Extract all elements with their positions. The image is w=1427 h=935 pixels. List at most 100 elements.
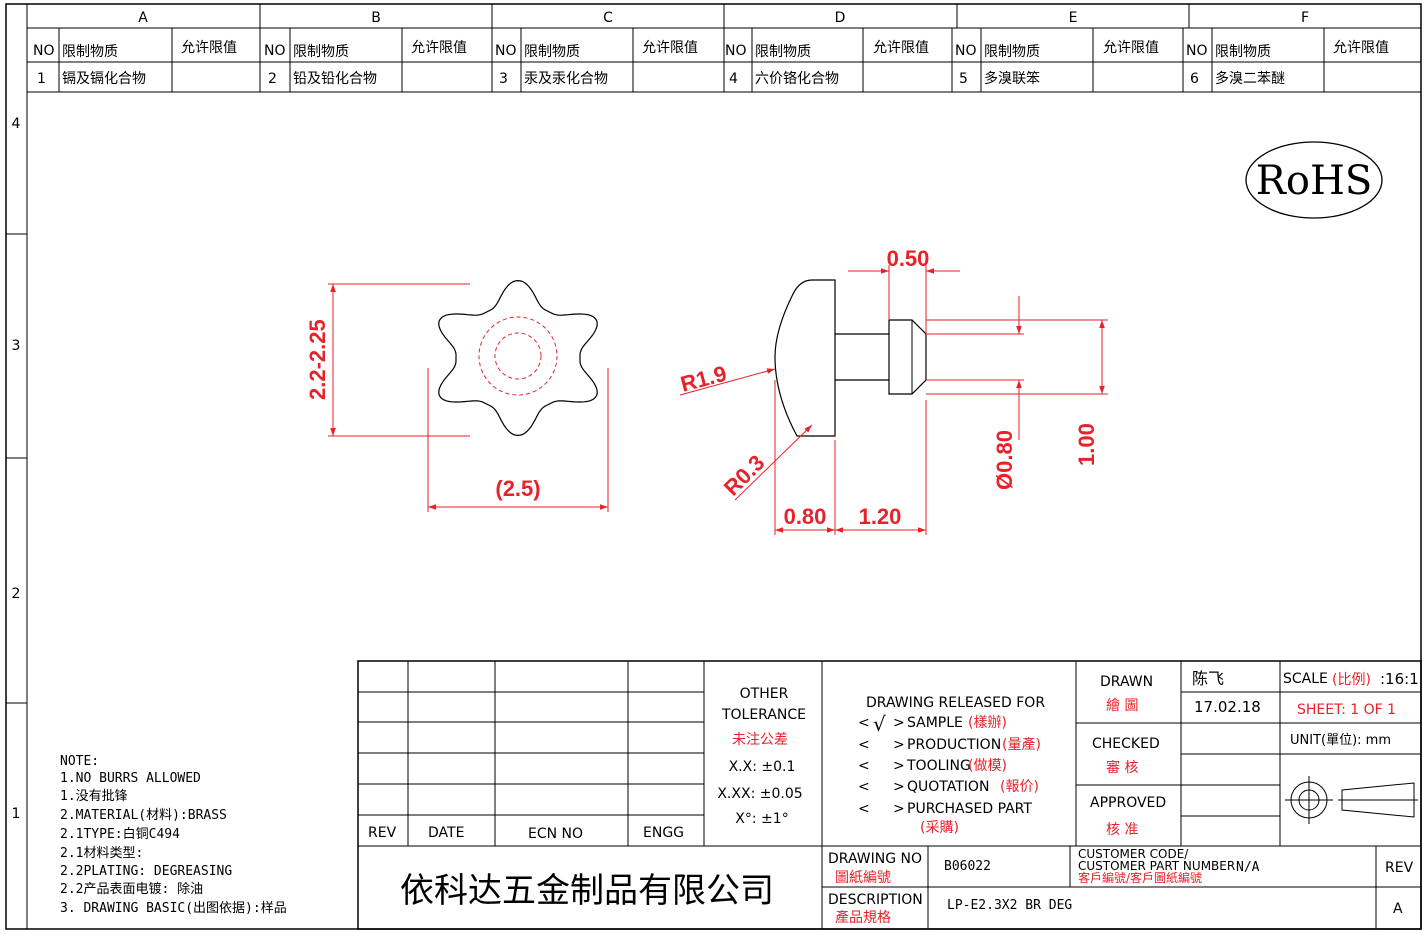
release-bracket: < xyxy=(858,801,870,817)
dim-100: 1.00 xyxy=(1074,423,1099,466)
check-mark-icon: √ xyxy=(873,712,886,736)
checked-label: CHECKED xyxy=(1092,736,1160,752)
release-item-cn: (做模) xyxy=(968,758,1007,774)
hdr-no: NO xyxy=(264,43,286,59)
drawing-no-value: B06022 xyxy=(944,859,991,874)
knob-head xyxy=(774,279,836,437)
hdr-limit: 允许限值 xyxy=(873,40,929,56)
note-title: NOTE: xyxy=(60,754,99,769)
company-name: 依科达五金制品有限公司 xyxy=(400,871,774,911)
row-label: 2 xyxy=(12,586,21,602)
rohs-text: RoHS xyxy=(1256,158,1372,204)
front-view: 2.2-2.25 (2.5) xyxy=(305,279,609,512)
row-label: 3 xyxy=(12,338,21,354)
column-label: D xyxy=(835,10,846,26)
drawer-name: 陈飞 xyxy=(1192,669,1224,688)
leader-r03 xyxy=(734,424,813,501)
dim-080: 0.80 xyxy=(784,504,827,529)
title-block xyxy=(357,660,1422,930)
note-line: 2.2PLATING: DEGREASING xyxy=(60,864,232,879)
release-bracket: > xyxy=(893,779,905,795)
row-label: 1 xyxy=(12,806,21,822)
hdr-no: NO xyxy=(1186,43,1208,59)
leader-r19 xyxy=(679,368,776,396)
hdr-limit: 允许限值 xyxy=(1333,40,1389,56)
tol-title2: TOLERANCE xyxy=(721,707,806,723)
side-view: 0.50 0.80 1.20 Ø0.80 1.00 R1.9 R0.3 xyxy=(678,246,1108,535)
column-label: E xyxy=(1069,10,1078,26)
checked-label-cn: 審 核 xyxy=(1106,760,1138,776)
column-label: F xyxy=(1301,10,1309,26)
outer-frame xyxy=(5,3,1422,930)
column-label: B xyxy=(371,10,381,26)
release-item: PURCHASED PART xyxy=(907,801,1032,817)
sub-name: 汞及汞化合物 xyxy=(524,71,608,87)
scale-label-cn: (比例) xyxy=(1332,672,1371,688)
column-dividers xyxy=(259,4,1190,28)
release-item: PRODUCTION xyxy=(907,737,1001,753)
release-item: SAMPLE xyxy=(907,715,963,731)
notes: NOTE: 1.NO BURRS ALLOWED 1.没有批锋 2.MATERI… xyxy=(60,754,287,916)
hdr-limit: 允许限值 xyxy=(642,40,698,56)
note-line: 2.2产品表面电镀: 除油 xyxy=(60,881,203,897)
tol-title-cn: 未注公差 xyxy=(732,732,788,748)
release-item-cn: (量產) xyxy=(1002,736,1041,753)
release-bracket: > xyxy=(893,801,905,817)
scale-value: :16:1 xyxy=(1380,670,1419,688)
row-dividers xyxy=(6,233,27,704)
hidden-circle-outer xyxy=(478,316,558,396)
projection-symbol-icon xyxy=(1285,776,1418,824)
release-bracket: < xyxy=(858,715,870,731)
customer-label: CUSTOMER CODE/ xyxy=(1078,847,1189,861)
note-line: 2.MATERIAL(材料):BRASS xyxy=(60,808,227,823)
description-value: LP-E2.3X2 BR DEG xyxy=(947,898,1072,913)
hdr-limit: 允许限值 xyxy=(1103,40,1159,56)
rev-value: A xyxy=(1393,901,1403,917)
customer-value: N/A xyxy=(1236,860,1260,875)
sub-no: 1 xyxy=(37,71,46,87)
note-line: 3. DRAWING BASIC(出图依据):样品 xyxy=(60,901,287,916)
column-label: C xyxy=(603,10,613,26)
dim-height: 2.2-2.25 xyxy=(305,319,330,400)
substance-table: NO 限制物质 允许限值 NO 限制物质 允许限值 NO 限制物质 允许限值 N… xyxy=(27,28,1421,93)
sub-name: 多溴联笨 xyxy=(984,70,1040,87)
ecn-header: ECN NO xyxy=(528,826,583,842)
rev-header: REV xyxy=(368,825,397,841)
sub-no: 6 xyxy=(1190,71,1199,87)
sub-no: 4 xyxy=(729,71,738,87)
hdr-limit: 允许限值 xyxy=(181,40,237,56)
dim-diameter: Ø0.80 xyxy=(992,430,1017,490)
hdr-substance: 限制物质 xyxy=(755,44,811,60)
release-bracket: > xyxy=(893,715,905,731)
drawn-label-cn: 繪 圖 xyxy=(1106,697,1138,714)
hdr-substance: 限制物质 xyxy=(984,44,1040,60)
tol-xxx: X.XX: ±0.05 xyxy=(717,786,802,802)
note-line: 1.没有批锋 xyxy=(60,789,128,804)
release-title: DRAWING RELEASED FOR xyxy=(866,695,1045,711)
hdr-substance: 限制物质 xyxy=(524,44,580,60)
sub-name: 多溴二苯醚 xyxy=(1215,70,1285,87)
note-line: 2.1TYPE:白铜C494 xyxy=(60,826,180,842)
column-label: A xyxy=(138,10,148,26)
hidden-circle-inner xyxy=(494,332,542,380)
release-item-cn: (報价) xyxy=(1000,779,1039,795)
dim-width: (2.5) xyxy=(495,476,540,501)
pin-tip xyxy=(888,319,927,395)
engg-header: ENGG xyxy=(643,825,684,841)
customer-label: CUSTOMER PART NUMBER xyxy=(1078,859,1235,873)
description-label-cn: 產品規格 xyxy=(835,909,891,926)
drawing-no-label-cn: 圖紙編號 xyxy=(835,870,891,886)
hdr-no: NO xyxy=(495,43,517,59)
release-bracket: < xyxy=(858,779,870,795)
release-bracket: > xyxy=(893,737,905,753)
tol-xx: X.X: ±0.1 xyxy=(729,759,796,775)
tol-deg: X°: ±1° xyxy=(735,811,788,827)
rohs-badge xyxy=(1245,141,1383,219)
hdr-substance: 限制物质 xyxy=(293,44,349,60)
sub-no: 3 xyxy=(499,71,508,87)
tol-title1: OTHER xyxy=(740,686,789,702)
unit-label: UNIT(單位): mm xyxy=(1290,733,1391,748)
hdr-substance: 限制物质 xyxy=(1215,44,1271,60)
scale-label: SCALE xyxy=(1283,671,1328,687)
